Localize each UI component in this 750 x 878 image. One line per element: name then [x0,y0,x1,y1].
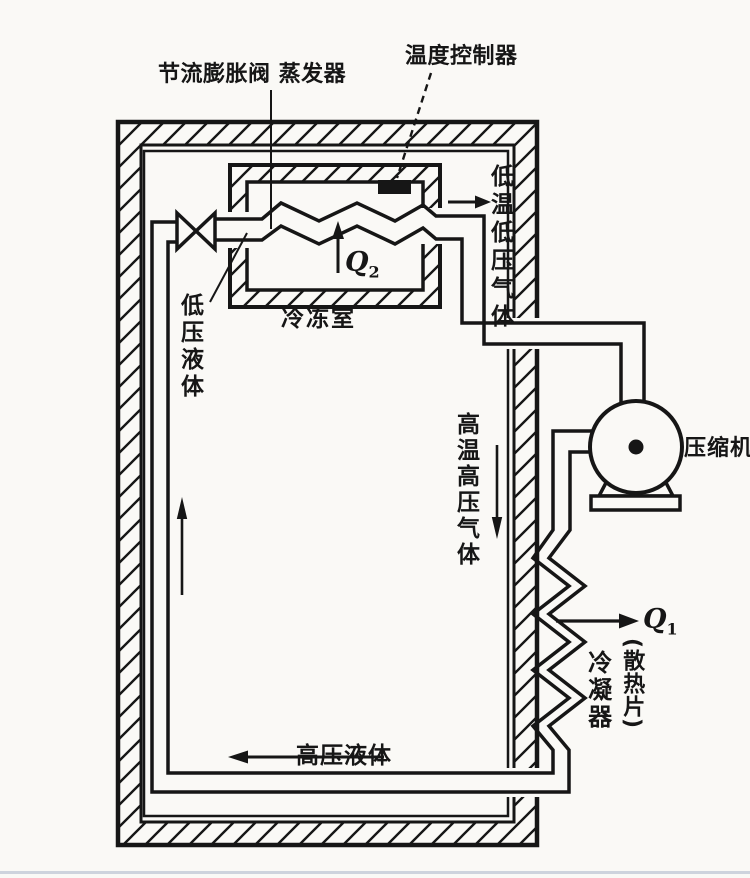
q2-letter: Q [345,247,369,278]
thermostat-sensor [378,180,411,194]
q1-heat-arrow [556,613,639,629]
flow-arrows [176,195,639,764]
evaporator-coil-top-line [215,200,623,412]
low-temp-low-pressure-gas-label: 低温低压气体 [486,164,513,332]
page-edge-strip [0,871,750,874]
q2-label: Q2 [345,247,380,282]
heat-sink-fins-label: (散热片) [619,638,645,730]
q2-heat-arrow [332,221,344,273]
freezer-compartment-label: 冷冻室 [281,306,356,332]
q1-subscript: 1 [666,619,678,639]
condenser-label: 冷凝器 [583,650,612,731]
condenser-coil-right-line [150,220,589,794]
compressor-icon [588,399,684,512]
cabinet-wall [115,119,540,848]
q1-letter: Q [643,604,667,635]
compressor-label: 压缩机 [684,436,750,461]
q1-label: Q1 [643,604,678,639]
high-pressure-liquid-label: 高压液体 [296,743,392,769]
leader-lines [209,72,433,303]
cabinet-inner-liner [142,149,510,818]
temperature-controller-label: 温度控制器 [405,44,518,69]
compressor-base [589,494,682,512]
expansion-valve-evaporator-label: 节流膨胀阀 蒸发器 [158,62,347,87]
left-riser-flow-arrow [176,497,188,595]
hp-liquid-flow-arrow [228,750,384,764]
thermostat-leader-line [395,72,433,179]
low-pressure-liquid-label: 低压液体 [176,293,203,401]
expansion-valve-icon [175,208,217,254]
evaporator-coil-bottom-line [215,223,646,412]
lp-liquid-leader-line [209,232,248,303]
condenser-coil-left-line [166,240,592,775]
ht-hp-gas-flow-arrow [491,445,503,539]
high-temp-high-pressure-gas-label: 高温高压气体 [452,412,479,568]
condenser-and-liquid-line [150,220,592,794]
q2-subscript: 2 [368,262,380,282]
compressor-shaft-dot [628,439,644,455]
suction-line-and-evaporator [215,200,646,412]
lt-lp-gas-arrow [448,195,491,209]
